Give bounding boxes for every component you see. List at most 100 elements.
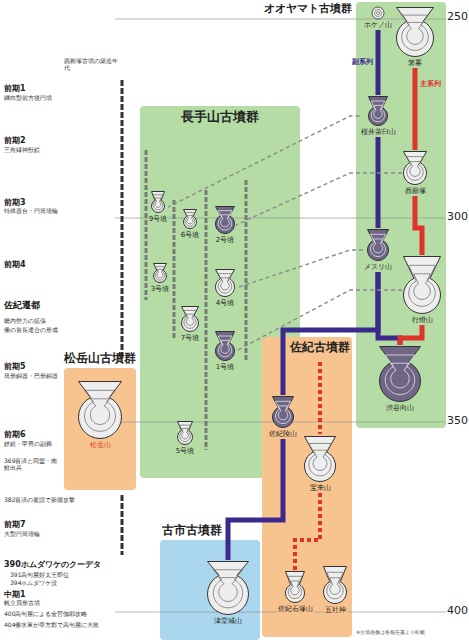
kofun-name: 7号墳 (180, 333, 200, 343)
kofun-mound: 4号墳 (214, 268, 236, 308)
kofun-name: 9号墳 (148, 214, 168, 224)
mound-outline (178, 422, 193, 445)
mound-outline (380, 347, 421, 402)
mound-shape (77, 380, 123, 440)
mound-outline (305, 437, 336, 482)
kofun-mound: 箸墓 (395, 6, 435, 68)
kofun-name: 佐紀陵山 (268, 429, 298, 439)
chart-label: 前期1 (4, 84, 26, 93)
kofun-mound: 7号墳 (180, 305, 200, 343)
chronology-bar (121, 495, 124, 555)
period-bar (205, 190, 208, 450)
mound-shape (180, 305, 200, 333)
kofun-group-region: 松岳山松岳山古墳群 (64, 368, 136, 490)
mound-terrace (327, 572, 344, 599)
mound-terrace (309, 443, 331, 475)
kofun-mound: 西殿塚 (402, 150, 428, 196)
mound-terrace (275, 401, 290, 423)
kofun-name: 箸墓 (407, 58, 423, 68)
chart-label: 筒形銅器・巴形銅器 (4, 373, 62, 380)
mound-terrace (374, 105, 383, 118)
group-title: 古市古墳群 (162, 524, 222, 538)
mound-terrace (330, 578, 340, 595)
mound-shape (322, 565, 348, 605)
kofun-mound: 9号墳 (148, 190, 168, 224)
group-fill (140, 106, 300, 478)
mound-ring (372, 7, 384, 19)
mound-terrace (221, 340, 230, 353)
group-fill (160, 540, 260, 640)
mound-terrace (371, 101, 385, 122)
chart-label: 400 (447, 605, 468, 618)
kofun-mound: ホケノ山 (363, 6, 393, 30)
kofun-name: 4号墳 (215, 298, 235, 308)
chart-label: 帆立貝形古墳 (4, 600, 40, 607)
mound-terrace (155, 198, 161, 207)
chart-label: 404倭水軍が帯方郡で高句麗に大敗 (4, 622, 99, 629)
kofun-name: 桜井茶臼山 (360, 127, 397, 137)
mound-terrace (85, 390, 116, 431)
mound-terrace (153, 195, 162, 210)
kofun-name: 5号墳 (175, 446, 195, 456)
chart-label: 佐紀遷都 (4, 300, 40, 310)
mound-terrace (155, 266, 164, 280)
chart-label: ※古墳画像は各報告書より転載 (356, 630, 425, 636)
kofun-mound: 佐紀陵山 (268, 395, 298, 439)
mound-outline (154, 264, 167, 283)
lineage-line (376, 30, 381, 95)
mound-shape (367, 95, 389, 127)
mound-outline (324, 567, 347, 604)
group-fill (262, 337, 352, 637)
mound-outline (368, 230, 389, 261)
kofun-mound: 佐紀石塚山 (277, 570, 314, 614)
chart-label: 前期5 (4, 362, 26, 371)
kofun-group-region: 佐紀陵山宝来山佐紀石塚山五社神佐紀古墳群 (262, 337, 352, 637)
kofun-mound: 5号墳 (175, 420, 195, 456)
chart-label: 300 (447, 211, 468, 224)
kofun-name: メスリ山 (363, 262, 393, 272)
mound-outline (404, 152, 427, 185)
mound-shape (271, 395, 295, 429)
mound-outline (404, 257, 441, 314)
mound-outline (152, 192, 165, 213)
chart-label: 390ホムダワケのクーデタ (4, 560, 101, 569)
chart-label: 前期4 (4, 260, 26, 269)
mound-outline (286, 572, 305, 603)
mound-outline (273, 397, 294, 428)
mound-terrace (221, 215, 230, 227)
chart-label: 副系列 (352, 58, 373, 66)
mound-terrace (407, 22, 424, 44)
mound-outline (369, 97, 388, 126)
mound-shape (371, 6, 385, 20)
mound-terrace (187, 215, 193, 224)
mound-outline (216, 332, 235, 361)
mound-shape (150, 190, 166, 214)
mound-shape (206, 560, 250, 616)
mound-shape (284, 570, 306, 604)
chart-label: 350 (447, 415, 468, 428)
kofun-name: 佐紀石塚山 (277, 604, 314, 614)
chart-label: 391高句麗好太王即位 (10, 572, 69, 579)
chart-label: 鉄鋌・甲冑の副葬 (4, 441, 62, 448)
mound-ring (377, 12, 380, 15)
year-line (115, 19, 446, 20)
kofun-name: 津堂城山 (213, 616, 243, 626)
chart-label: 大型円筒埴輪 (4, 531, 40, 538)
chart-label: 400高句麗による金官伽耶攻略 (4, 611, 87, 618)
chart-label: 三角縁神獣鏡 (4, 147, 40, 154)
mound-shape (214, 205, 236, 235)
chart-label: 主系列 (420, 80, 441, 88)
mound-terrace (157, 269, 163, 278)
chart-label: 倭の首長連合の形成 (4, 327, 58, 334)
chart-label: 前期3 (4, 198, 26, 207)
mound-terrace (184, 310, 196, 328)
kofun-name: 3号墳 (150, 284, 170, 294)
mound-outline (182, 307, 199, 332)
mound-terrace (402, 15, 429, 50)
mound-terrace (213, 570, 243, 608)
kofun-name: ホケノ山 (363, 20, 393, 30)
chart-label: 369百済と同盟・南鮮出兵 (4, 458, 60, 472)
mound-terrace (219, 578, 237, 602)
mound-terrace (414, 274, 431, 300)
chronology-bar (121, 80, 124, 360)
